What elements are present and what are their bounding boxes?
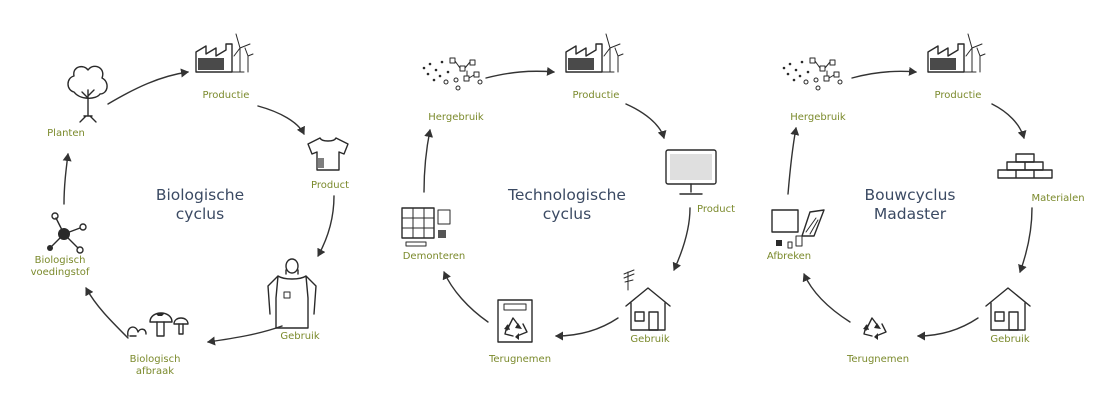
arrow-use-takeback bbox=[917, 317, 979, 341]
recycling-bin-icon bbox=[497, 299, 533, 343]
bricks-icon bbox=[997, 153, 1053, 179]
label-reuse: Hergebruik bbox=[428, 112, 484, 123]
arrow-production-materials bbox=[991, 103, 1027, 139]
house-icon bbox=[625, 287, 671, 331]
label-nutrient: Biologisch voedingstof bbox=[30, 255, 90, 278]
cycle-title-biological: Biologische cyclus bbox=[155, 186, 245, 223]
house-icon bbox=[985, 287, 1031, 331]
molecule-icon bbox=[47, 212, 87, 254]
debris-icon bbox=[771, 209, 825, 249]
arrow-production-product bbox=[625, 103, 667, 139]
arrow-disassemble-reuse bbox=[423, 129, 434, 193]
arrow-product-use bbox=[317, 195, 335, 257]
cycle-title-technological: Technologische cyclus bbox=[508, 186, 626, 223]
arrow-takeback-demolish bbox=[802, 273, 851, 323]
arrow-takeback-disassemble bbox=[442, 271, 489, 323]
factory-icon bbox=[927, 33, 986, 73]
arrow-use-takeback bbox=[555, 317, 619, 341]
arrow-demolish-reuse bbox=[787, 127, 800, 195]
mushroom-icon bbox=[127, 312, 189, 337]
label-takeback: Terugnemen bbox=[488, 354, 552, 365]
label-takeback: Terugnemen bbox=[846, 354, 910, 365]
label-product: Product bbox=[311, 180, 349, 191]
monitor-icon bbox=[665, 149, 717, 195]
arrow-product-use bbox=[672, 207, 691, 271]
parts-icon bbox=[782, 57, 843, 91]
factory-icon bbox=[195, 33, 254, 73]
parts-icon bbox=[422, 57, 483, 91]
label-production: Productie bbox=[202, 90, 250, 101]
label-decay: Biologisch afbraak bbox=[129, 354, 181, 377]
arrow-production-product bbox=[257, 105, 305, 135]
factory-icon bbox=[565, 33, 624, 73]
building-cycle-drawing bbox=[771, 33, 1053, 341]
label-reuse: Hergebruik bbox=[790, 112, 846, 123]
label-product: Product bbox=[697, 204, 735, 215]
arrow-decay-nutrient bbox=[85, 287, 129, 339]
label-production: Productie bbox=[934, 90, 982, 101]
tshirt-icon bbox=[307, 137, 349, 171]
biological-cycle-drawing bbox=[47, 33, 349, 346]
arrow-plant-production bbox=[107, 68, 189, 105]
label-demolish: Afbreken bbox=[766, 251, 812, 262]
antenna-icon bbox=[623, 269, 635, 291]
label-use: Gebruik bbox=[280, 331, 320, 342]
label-materials: Materialen bbox=[1031, 193, 1085, 204]
arrow-reuse-production bbox=[851, 66, 917, 79]
label-use: Gebruik bbox=[630, 334, 670, 345]
label-disassemble: Demonteren bbox=[402, 251, 466, 262]
label-plant: Planten bbox=[47, 128, 85, 139]
technological-cycle-drawing bbox=[401, 33, 717, 343]
arrow-reuse-production bbox=[485, 66, 555, 79]
disassembled-parts-icon bbox=[401, 207, 451, 247]
recycle-icon bbox=[862, 317, 887, 341]
tree-icon bbox=[67, 65, 108, 123]
label-production: Productie bbox=[572, 90, 620, 101]
arrow-nutrient-plant bbox=[62, 153, 72, 205]
arrow-materials-use bbox=[1018, 207, 1033, 273]
cycle-title-building: Bouwcyclus Madaster bbox=[864, 186, 956, 223]
person-icon bbox=[267, 258, 317, 329]
label-use: Gebruik bbox=[990, 334, 1030, 345]
